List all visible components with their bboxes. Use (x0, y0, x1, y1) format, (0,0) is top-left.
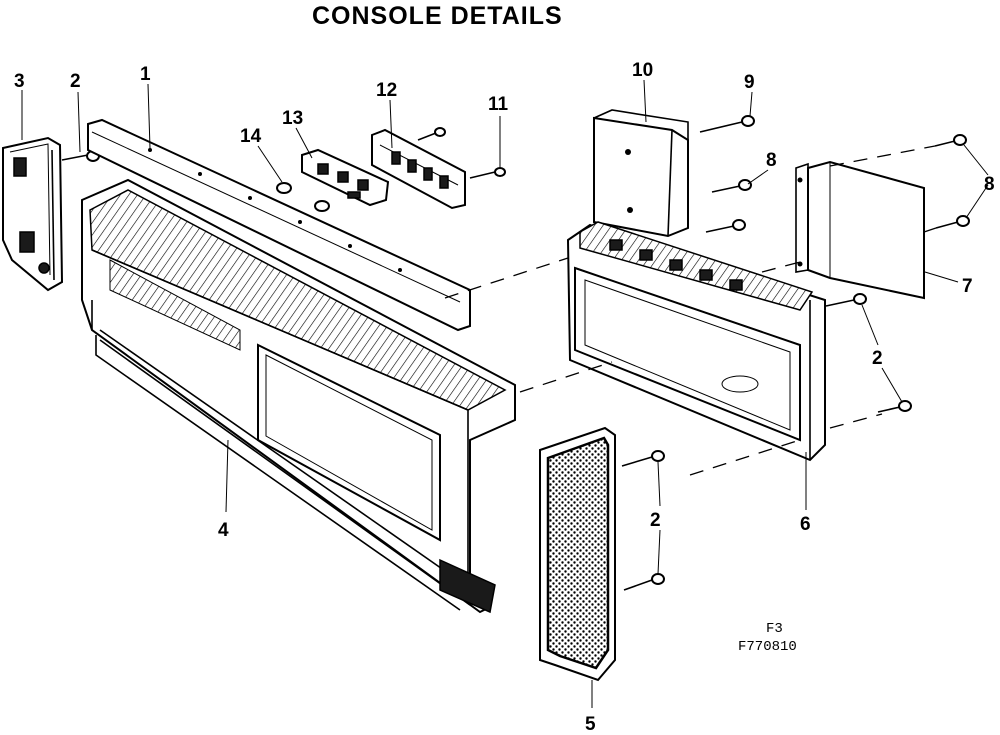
callout-10: 10 (632, 60, 653, 81)
page-title: CONSOLE DETAILS (312, 2, 563, 30)
callout-4: 4 (218, 520, 229, 541)
part-1-trim-strip (87, 118, 471, 332)
callout-8-right: 8 (984, 174, 995, 195)
leader-lines (21, 79, 989, 708)
callout-13: 13 (282, 108, 303, 129)
callout-11: 11 (488, 94, 509, 115)
callout-3: 3 (14, 71, 25, 92)
callout-8-left: 8 (766, 150, 777, 171)
callout-6: 6 (800, 514, 811, 535)
figure-ref: F3 (766, 621, 783, 637)
callout-numbers: 3 2 1 14 13 12 11 10 9 8 8 7 2 4 6 2 5 (14, 60, 995, 735)
callout-7: 7 (962, 276, 973, 297)
alignment-lines (444, 145, 937, 476)
callout-2-top-left: 2 (70, 71, 81, 92)
callout-5: 5 (585, 714, 596, 735)
part-13-switch-block (301, 148, 390, 207)
callout-14: 14 (240, 126, 262, 147)
callout-1: 1 (140, 64, 151, 85)
part-8-screw-b (705, 219, 746, 233)
part-11-screws (417, 127, 506, 179)
callout-9: 9 (744, 72, 755, 93)
callout-2-grille: 2 (650, 510, 661, 531)
callout-12: 12 (376, 80, 397, 101)
part-6-control-housing (566, 221, 826, 462)
part-7-bracket-panel (795, 160, 925, 300)
part-10-cover-box (593, 109, 689, 238)
part-14-bulbs (276, 182, 330, 212)
part-8-screw-a (711, 179, 752, 193)
callout-2-housing: 2 (872, 348, 883, 369)
housing-keys (609, 239, 743, 291)
figure-code: F770810 (738, 639, 797, 655)
part-4-console-panel (81, 178, 516, 614)
part-3-end-bracket (2, 136, 64, 292)
part-12-circuit-board (371, 128, 466, 210)
part-2-screws-housing (825, 293, 912, 413)
part-2-screws-grille (621, 450, 665, 591)
part-9-screw (699, 115, 755, 133)
part-5-mesh-grille (539, 426, 616, 682)
trim-strip-holes (148, 148, 402, 272)
part-8-screws-right (934, 134, 970, 229)
